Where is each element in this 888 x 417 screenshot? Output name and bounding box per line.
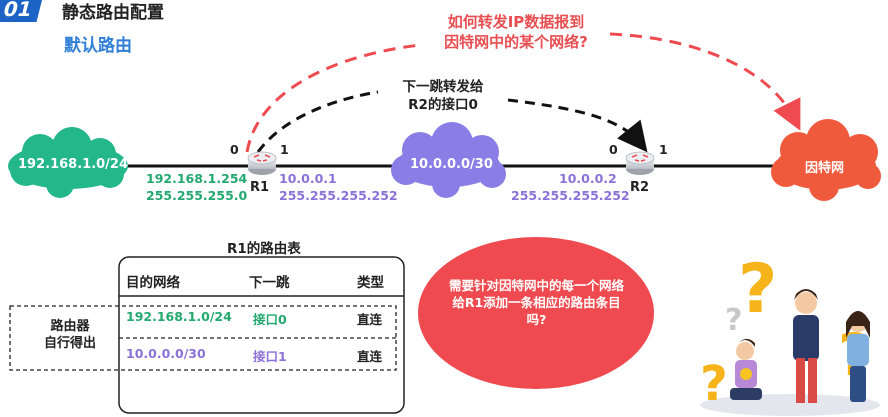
svg-text:?: ? — [700, 356, 728, 412]
routing-table-frame — [118, 256, 405, 414]
black-dashed-arrow — [256, 90, 640, 152]
middle-network-cloud — [391, 122, 506, 198]
r2-if0-ip: 10.0.0.2 — [559, 171, 617, 186]
r2-port-1: 1 — [659, 142, 668, 157]
r1-if1-ip: 10.0.0.1 — [279, 171, 337, 186]
question-bubble-text: 需要针对因特网中的每一个网络给R1添加一条相应的路由条目吗? — [449, 278, 625, 327]
question-line-1: 如何转发IP数据报到 — [447, 13, 585, 31]
svg-text:?: ? — [725, 303, 742, 338]
r1-if1-mask: 255.255.255.252 — [279, 188, 398, 203]
r2-label: R2 — [630, 180, 650, 195]
router-r2-icon — [625, 151, 655, 175]
r1-port-1: 1 — [280, 142, 289, 157]
table-cell-dest: 192.168.1.0/24 — [126, 309, 232, 324]
routing-table-header-dest: 目的网络 — [126, 275, 180, 291]
middle-cloud-label: 10.0.0.0/30 — [410, 157, 493, 172]
table-cell-type: 直连 — [357, 312, 383, 327]
r1-if0-mask: 255.255.255.0 — [146, 188, 248, 203]
next-hop-note: 下一跳转发给 R2的接口0 — [380, 78, 506, 114]
r2-port-0: 0 — [609, 142, 618, 157]
router-r1-icon — [247, 151, 277, 175]
r1-if0-ip: 192.168.1.254 — [146, 171, 248, 186]
page-title: 静态路由配置 — [62, 3, 164, 23]
routing-table-side-label: 路由器 自行得出 — [28, 318, 112, 352]
question-line-2: 因特网中的某个网络? — [444, 33, 588, 51]
lan-cloud-label: 192.168.1.0/24 — [18, 157, 129, 172]
table-cell-dest: 10.0.0.0/30 — [126, 346, 206, 361]
side-label-line-1: 路由器 — [50, 319, 90, 334]
side-label-line-2: 自行得出 — [43, 336, 96, 351]
r2-if0-mask: 255.255.255.252 — [511, 188, 630, 203]
question-text: 如何转发IP数据报到 因特网中的某个网络? — [441, 12, 591, 52]
next-hop-note-line-2: R2的接口0 — [408, 97, 478, 113]
table-cell-type: 直连 — [357, 349, 383, 364]
svg-text:?: ? — [738, 250, 777, 329]
internet-cloud-label: 因特网 — [805, 161, 845, 176]
routing-table-header-next-hop: 下一跳 — [249, 275, 290, 291]
table-cell-next-hop: 接口1 — [253, 349, 287, 364]
page-subtitle: 默认路由 — [64, 36, 132, 56]
internet-cloud — [771, 119, 881, 201]
routing-table-title: R1的路由表 — [227, 241, 301, 257]
r1-label: R1 — [250, 180, 270, 195]
red-dashed-arrow — [245, 32, 795, 153]
table-cell-next-hop: 接口0 — [253, 312, 287, 327]
question-bubble — [418, 237, 654, 389]
people-illustration-icon: ? ? ? ? — [700, 250, 880, 416]
lan-cloud — [8, 127, 128, 198]
routing-table-dashed-box — [9, 305, 397, 371]
routing-table-header-type: 类型 — [357, 275, 384, 291]
next-hop-note-line-1: 下一跳转发给 — [402, 79, 484, 95]
r1-port-0: 0 — [230, 142, 239, 157]
